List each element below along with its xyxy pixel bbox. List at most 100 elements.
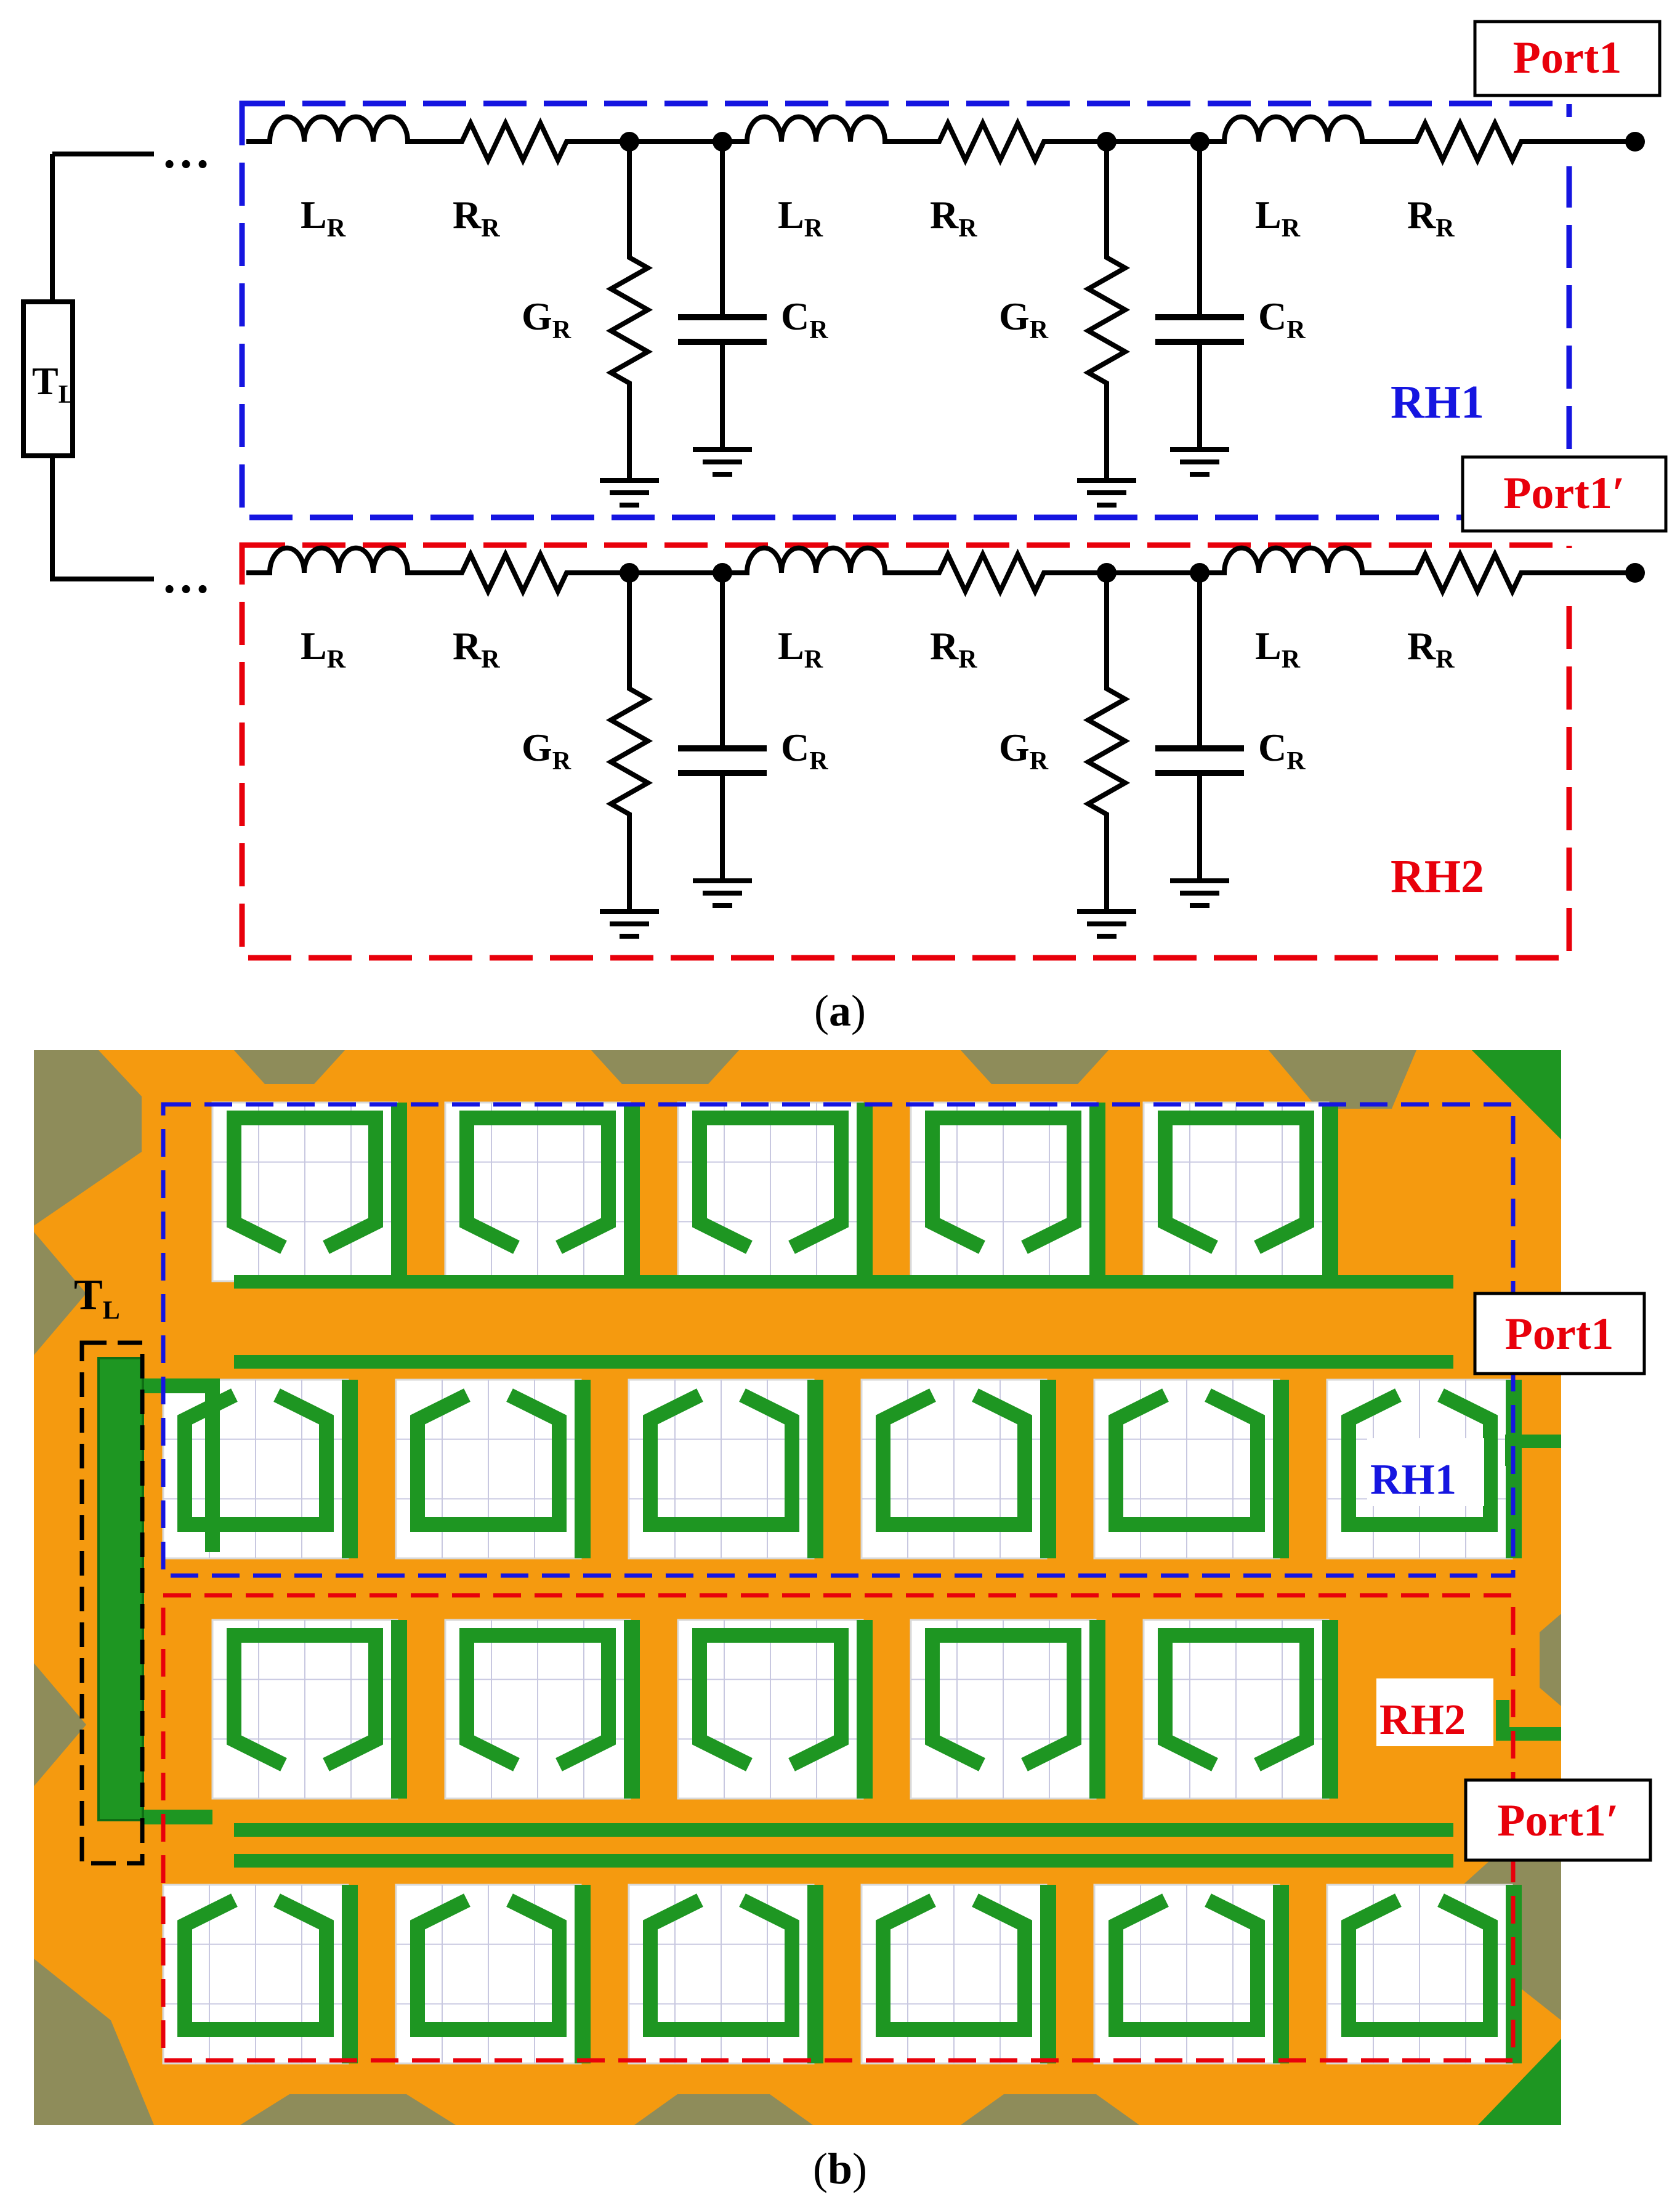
caption-b: (b) (813, 2144, 867, 2193)
resistor-gr (605, 678, 653, 825)
label-lr: LR (778, 193, 823, 243)
caption-a: (a) (814, 986, 866, 1035)
inductor-lr (736, 114, 896, 144)
bus-line (234, 1355, 1453, 1369)
rh2-region-box (239, 542, 1572, 961)
corner-pad (1269, 1050, 1416, 1109)
inductor-lr (1213, 545, 1373, 575)
feed-line (1322, 1620, 1338, 1799)
inductor-lr (736, 545, 896, 575)
bus-line (234, 1854, 1453, 1868)
corner-pads (34, 1050, 1561, 2125)
feed-line (1273, 1380, 1289, 1558)
corner-pad (34, 1959, 154, 2125)
metal-traces (143, 1103, 1561, 2063)
feed-line (1040, 1380, 1056, 1558)
label-rr: RR (930, 193, 977, 243)
rh2-layout-label: RH2 (1379, 1696, 1466, 1744)
srr-trace (1341, 1388, 1498, 1532)
tl-wire-bottom (50, 456, 154, 581)
tl-feed-box (79, 1340, 145, 1866)
corner-metal-bottom-right (1478, 2039, 1561, 2125)
corner-pad (234, 1050, 345, 1084)
port-terminal (1625, 132, 1645, 152)
rh2-layout-label-bg (1376, 1678, 1493, 1746)
tl-feed-strip (97, 1357, 144, 1821)
label-cr: CR (1258, 294, 1306, 344)
rh1-label: RH1 (1391, 376, 1484, 428)
port1prime-layout-label: Port1′ (1497, 1795, 1619, 1846)
feed-line (1089, 1103, 1105, 1281)
resistor-rr (924, 548, 1059, 597)
inductor-lr (259, 545, 419, 575)
srr-trace (692, 1111, 849, 1254)
corner-pad (961, 1050, 1109, 1084)
label-lr: LR (1255, 624, 1301, 674)
tl-stub (143, 1378, 220, 1552)
label-lr: LR (778, 624, 823, 674)
resistor-gr (1083, 246, 1131, 394)
feed-line (342, 1380, 358, 1558)
feed-line (1089, 1620, 1105, 1799)
rh2-label: RH2 (1391, 851, 1484, 902)
corner-pad (34, 1050, 142, 1226)
feed-line (342, 1885, 358, 2063)
srr-trace (1109, 1388, 1265, 1532)
srr-trace (1109, 1893, 1265, 2037)
srr-trace (876, 1893, 1032, 2037)
feed-line (807, 1885, 823, 2063)
panel-b-layout: TL RH1 RH2 Port1 Port1′ (34, 1050, 1652, 2125)
feed-line (391, 1103, 407, 1281)
srr-trace (925, 1111, 1081, 1254)
bus-line (234, 1275, 1453, 1289)
srr-trace (227, 1628, 383, 1771)
feed-line (1040, 1885, 1056, 2063)
corner-pad (634, 2094, 813, 2125)
label-gr: GR (522, 726, 571, 775)
label-lr: LR (1255, 193, 1301, 243)
label-gr: GR (999, 726, 1049, 775)
label-rr: RR (453, 624, 500, 674)
resistor-rr (446, 548, 582, 597)
feed-line (575, 1380, 591, 1558)
feed-line (1273, 1885, 1289, 2063)
label-lr: LR (301, 624, 346, 674)
resistor-rr (924, 117, 1059, 166)
srr-trace (1158, 1111, 1314, 1254)
srr-trace (177, 1388, 334, 1532)
ellipsis-bottom: … (161, 549, 211, 604)
corner-pad (1540, 1614, 1561, 1706)
corner-pad (34, 1232, 86, 1355)
srr-trace (876, 1388, 1032, 1532)
label-cr: CR (1258, 726, 1306, 775)
srr-trace (692, 1628, 849, 1771)
port-terminal (1625, 563, 1645, 583)
resistor-gr (605, 246, 653, 394)
srr-trace (459, 1111, 616, 1254)
srr-trace (925, 1628, 1081, 1771)
label-gr: GR (999, 294, 1049, 344)
label-rr: RR (930, 624, 977, 674)
srr-trace (227, 1111, 383, 1254)
srr-trace (643, 1388, 799, 1532)
tl-feed-label: TL (74, 1271, 120, 1325)
srr-trace (1158, 1628, 1314, 1771)
corner-pad (240, 2094, 456, 2125)
resistor-gr (1083, 678, 1131, 825)
rh1-layout-label: RH1 (1370, 1456, 1456, 1504)
resistor-rr (1401, 548, 1537, 597)
feed-line (857, 1620, 873, 1799)
corner-pad (591, 1050, 739, 1084)
rh1-layout-label-bg (1367, 1438, 1484, 1506)
ellipsis-top: … (161, 124, 211, 179)
label-rr: RR (453, 193, 500, 243)
srr-trace (459, 1628, 616, 1771)
port1prime-label: Port1′ (1503, 468, 1625, 519)
port1-box (1473, 20, 1662, 97)
port1prime-layout-box (1464, 1778, 1652, 1862)
